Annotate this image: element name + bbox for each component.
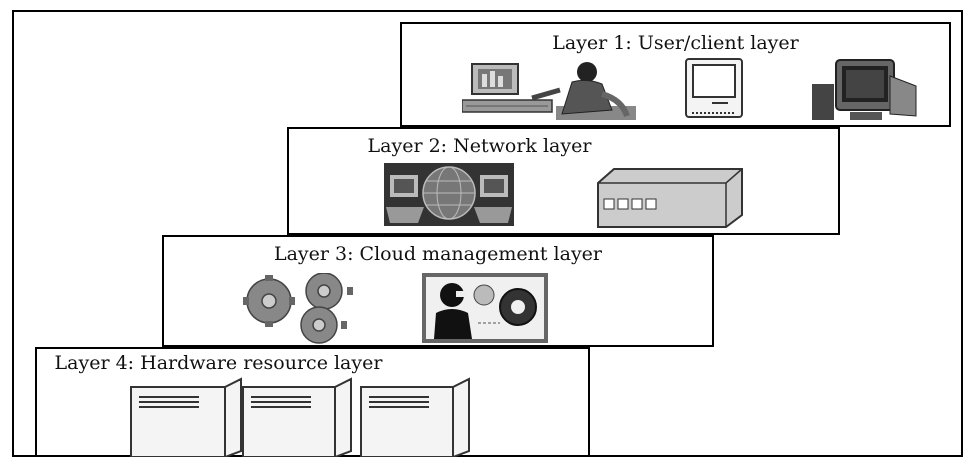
layer-3-box: Layer 3: Cloud management layer [162,235,714,347]
layer-1-box: Layer 1: User/client layer [400,22,951,127]
layer-4-box: Layer 4: Hardware resource layer [35,347,590,457]
gears-icon [243,273,353,344]
layer-4-title: Layer 4: Hardware resource layer [54,352,383,374]
person-at-computer-icon [462,62,636,120]
network-globe-icon [384,163,514,226]
server-icon [130,377,470,457]
network-device-icon [597,168,743,228]
thin-client-terminal-icon [685,58,743,118]
layer-3-title: Layer 3: Cloud management layer [273,243,603,265]
manager-gears-icon [422,273,548,343]
desktop-computer-icon [812,59,917,120]
layer-2-title: Layer 2: Network layer [367,135,592,157]
layer-1-title: Layer 1: User/client layer [552,32,799,54]
layer-2-box: Layer 2: Network layer [287,127,840,235]
